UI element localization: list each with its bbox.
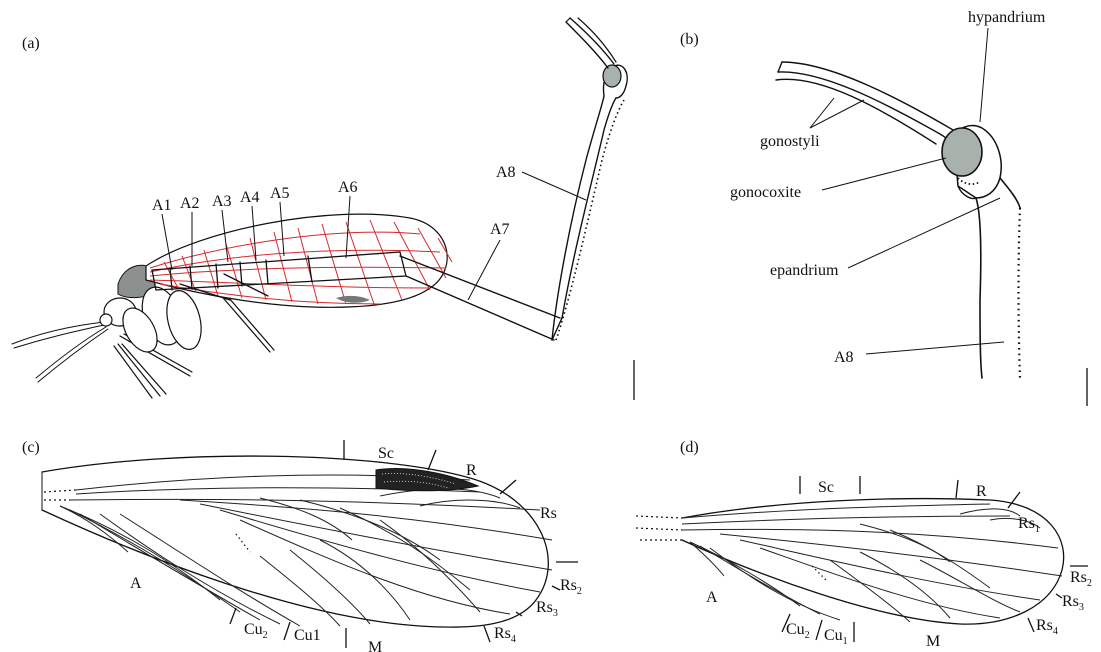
label-rs2-d: Rs2: [1070, 569, 1092, 589]
panel-a-label: (a): [22, 35, 40, 52]
label-cu2-c: Cu2: [244, 621, 268, 641]
antenna: [12, 322, 108, 382]
label-a6: A6: [338, 179, 358, 196]
label-epandrium: epandrium: [770, 262, 839, 279]
label-rs-c: Rs: [540, 505, 557, 522]
label-rs2-c: Rs2: [560, 577, 582, 597]
label-sc-d: Sc: [818, 479, 834, 496]
label-m-d: M: [926, 633, 940, 650]
label-a8: A8: [496, 164, 516, 181]
panel-c: (c): [22, 439, 582, 652]
panel-c-label: (c): [22, 439, 40, 456]
label-m-c: M: [368, 639, 382, 652]
label-cu1-c: Cu1: [294, 627, 321, 644]
label-rs1-d: Rs1: [1018, 515, 1040, 535]
label-r-c: R: [466, 462, 477, 479]
label-rs4-d: Rs4: [1036, 617, 1058, 637]
label-a4: A4: [240, 189, 260, 206]
label-a3: A3: [212, 193, 232, 210]
label-rs3-d: Rs3: [1062, 593, 1084, 613]
label-a8-b: A8: [834, 349, 854, 366]
label-rs4-c: Rs4: [494, 625, 516, 645]
label-r-d: R: [976, 483, 987, 500]
panel-b: (b) hypandrium gonostyli gonocoxite epan…: [680, 9, 1087, 406]
label-cu2-d: Cu2: [786, 621, 810, 641]
panel-a: (a): [12, 18, 634, 400]
label-a2: A2: [180, 195, 200, 212]
label-cu1-d: Cu1: [824, 627, 848, 647]
label-gonostyli: gonostyli: [760, 133, 820, 150]
label-a-d: A: [706, 589, 718, 606]
label-a7: A7: [490, 221, 510, 238]
label-hypandrium: hypandrium: [968, 9, 1046, 26]
label-rs3-c: Rs3: [536, 599, 558, 619]
panel-b-label: (b): [680, 31, 699, 48]
label-a1: A1: [152, 197, 172, 214]
label-a-c: A: [130, 575, 142, 592]
label-gonocoxite: gonocoxite: [730, 184, 801, 201]
panel-d: (d): [636, 439, 1092, 650]
label-sc-c: Sc: [378, 445, 394, 462]
panel-d-label: (d): [680, 439, 699, 456]
label-a5: A5: [270, 185, 290, 202]
